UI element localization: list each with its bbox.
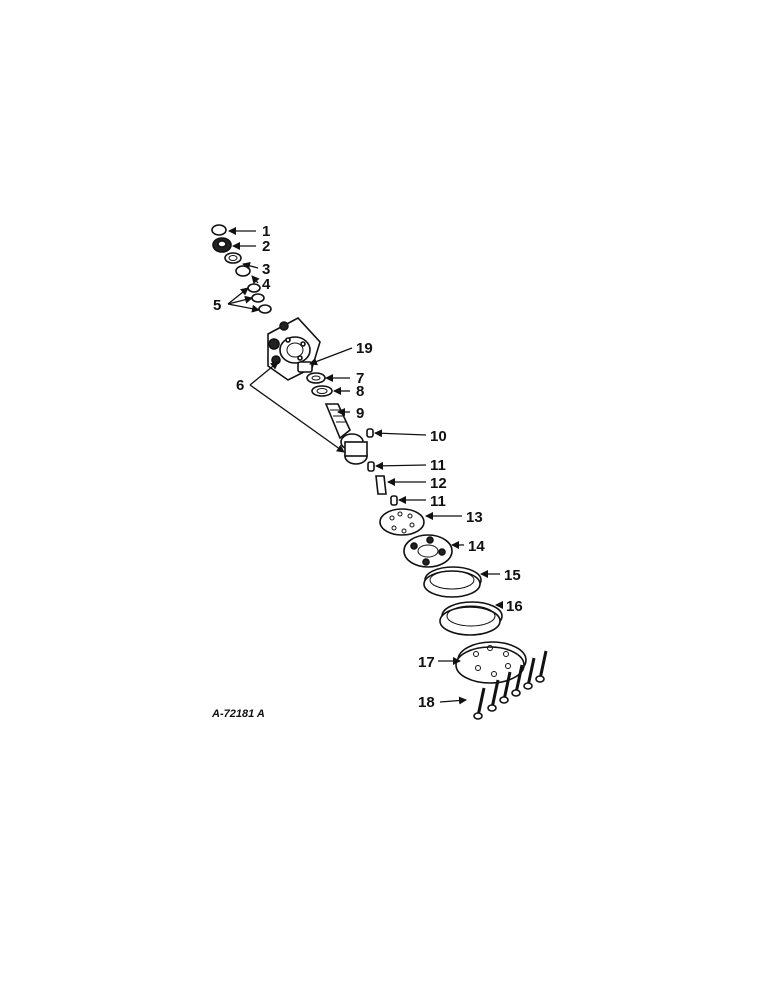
callout-12: 12 (430, 475, 447, 492)
part-18-bolts (473, 650, 548, 720)
callout-6: 6 (236, 377, 244, 394)
callout-1: 1 (262, 223, 270, 240)
part-9-shaft (324, 403, 368, 465)
callout-17: 17 (418, 654, 435, 671)
callout-16: 16 (506, 598, 523, 615)
part-7-ring (306, 372, 326, 384)
part-4-ring (235, 265, 251, 277)
part-14-rotor (403, 534, 453, 568)
callout-10: 10 (430, 428, 447, 445)
callout-13: 13 (466, 509, 483, 526)
part-13-plate (379, 508, 425, 536)
callout-8: 8 (356, 383, 364, 400)
callout-2: 2 (262, 238, 270, 255)
part-1-washer (211, 224, 227, 236)
callout-9: 9 (356, 405, 364, 422)
part-11-pin-lower (390, 495, 398, 506)
callout-4: 4 (262, 276, 271, 293)
callout-11-upper: 11 (430, 457, 446, 474)
part-8-ring (311, 385, 333, 397)
callout-11-lower: 11 (430, 493, 446, 510)
callout-3: 3 (262, 261, 270, 278)
part-11-pin-upper (367, 461, 375, 472)
part-2-nut (212, 237, 232, 253)
callout-18: 18 (418, 694, 435, 711)
part-3-ring (224, 252, 242, 264)
part-12-pin (375, 475, 387, 495)
callout-7: 7 (356, 370, 364, 387)
callout-15: 15 (504, 567, 521, 584)
part-17-end-cover (455, 641, 527, 684)
callout-19: 19 (356, 340, 373, 357)
part-5-o-rings (247, 283, 272, 314)
part-16-spacer (439, 601, 503, 636)
reference-code: A-72181 A (211, 708, 265, 720)
part-15-ring-gear (423, 566, 482, 598)
part-19-bushing (297, 361, 313, 373)
part-10-key (366, 428, 374, 438)
callout-14: 14 (468, 538, 485, 555)
leader-lines (227, 227, 503, 705)
callout-5: 5 (213, 297, 221, 314)
